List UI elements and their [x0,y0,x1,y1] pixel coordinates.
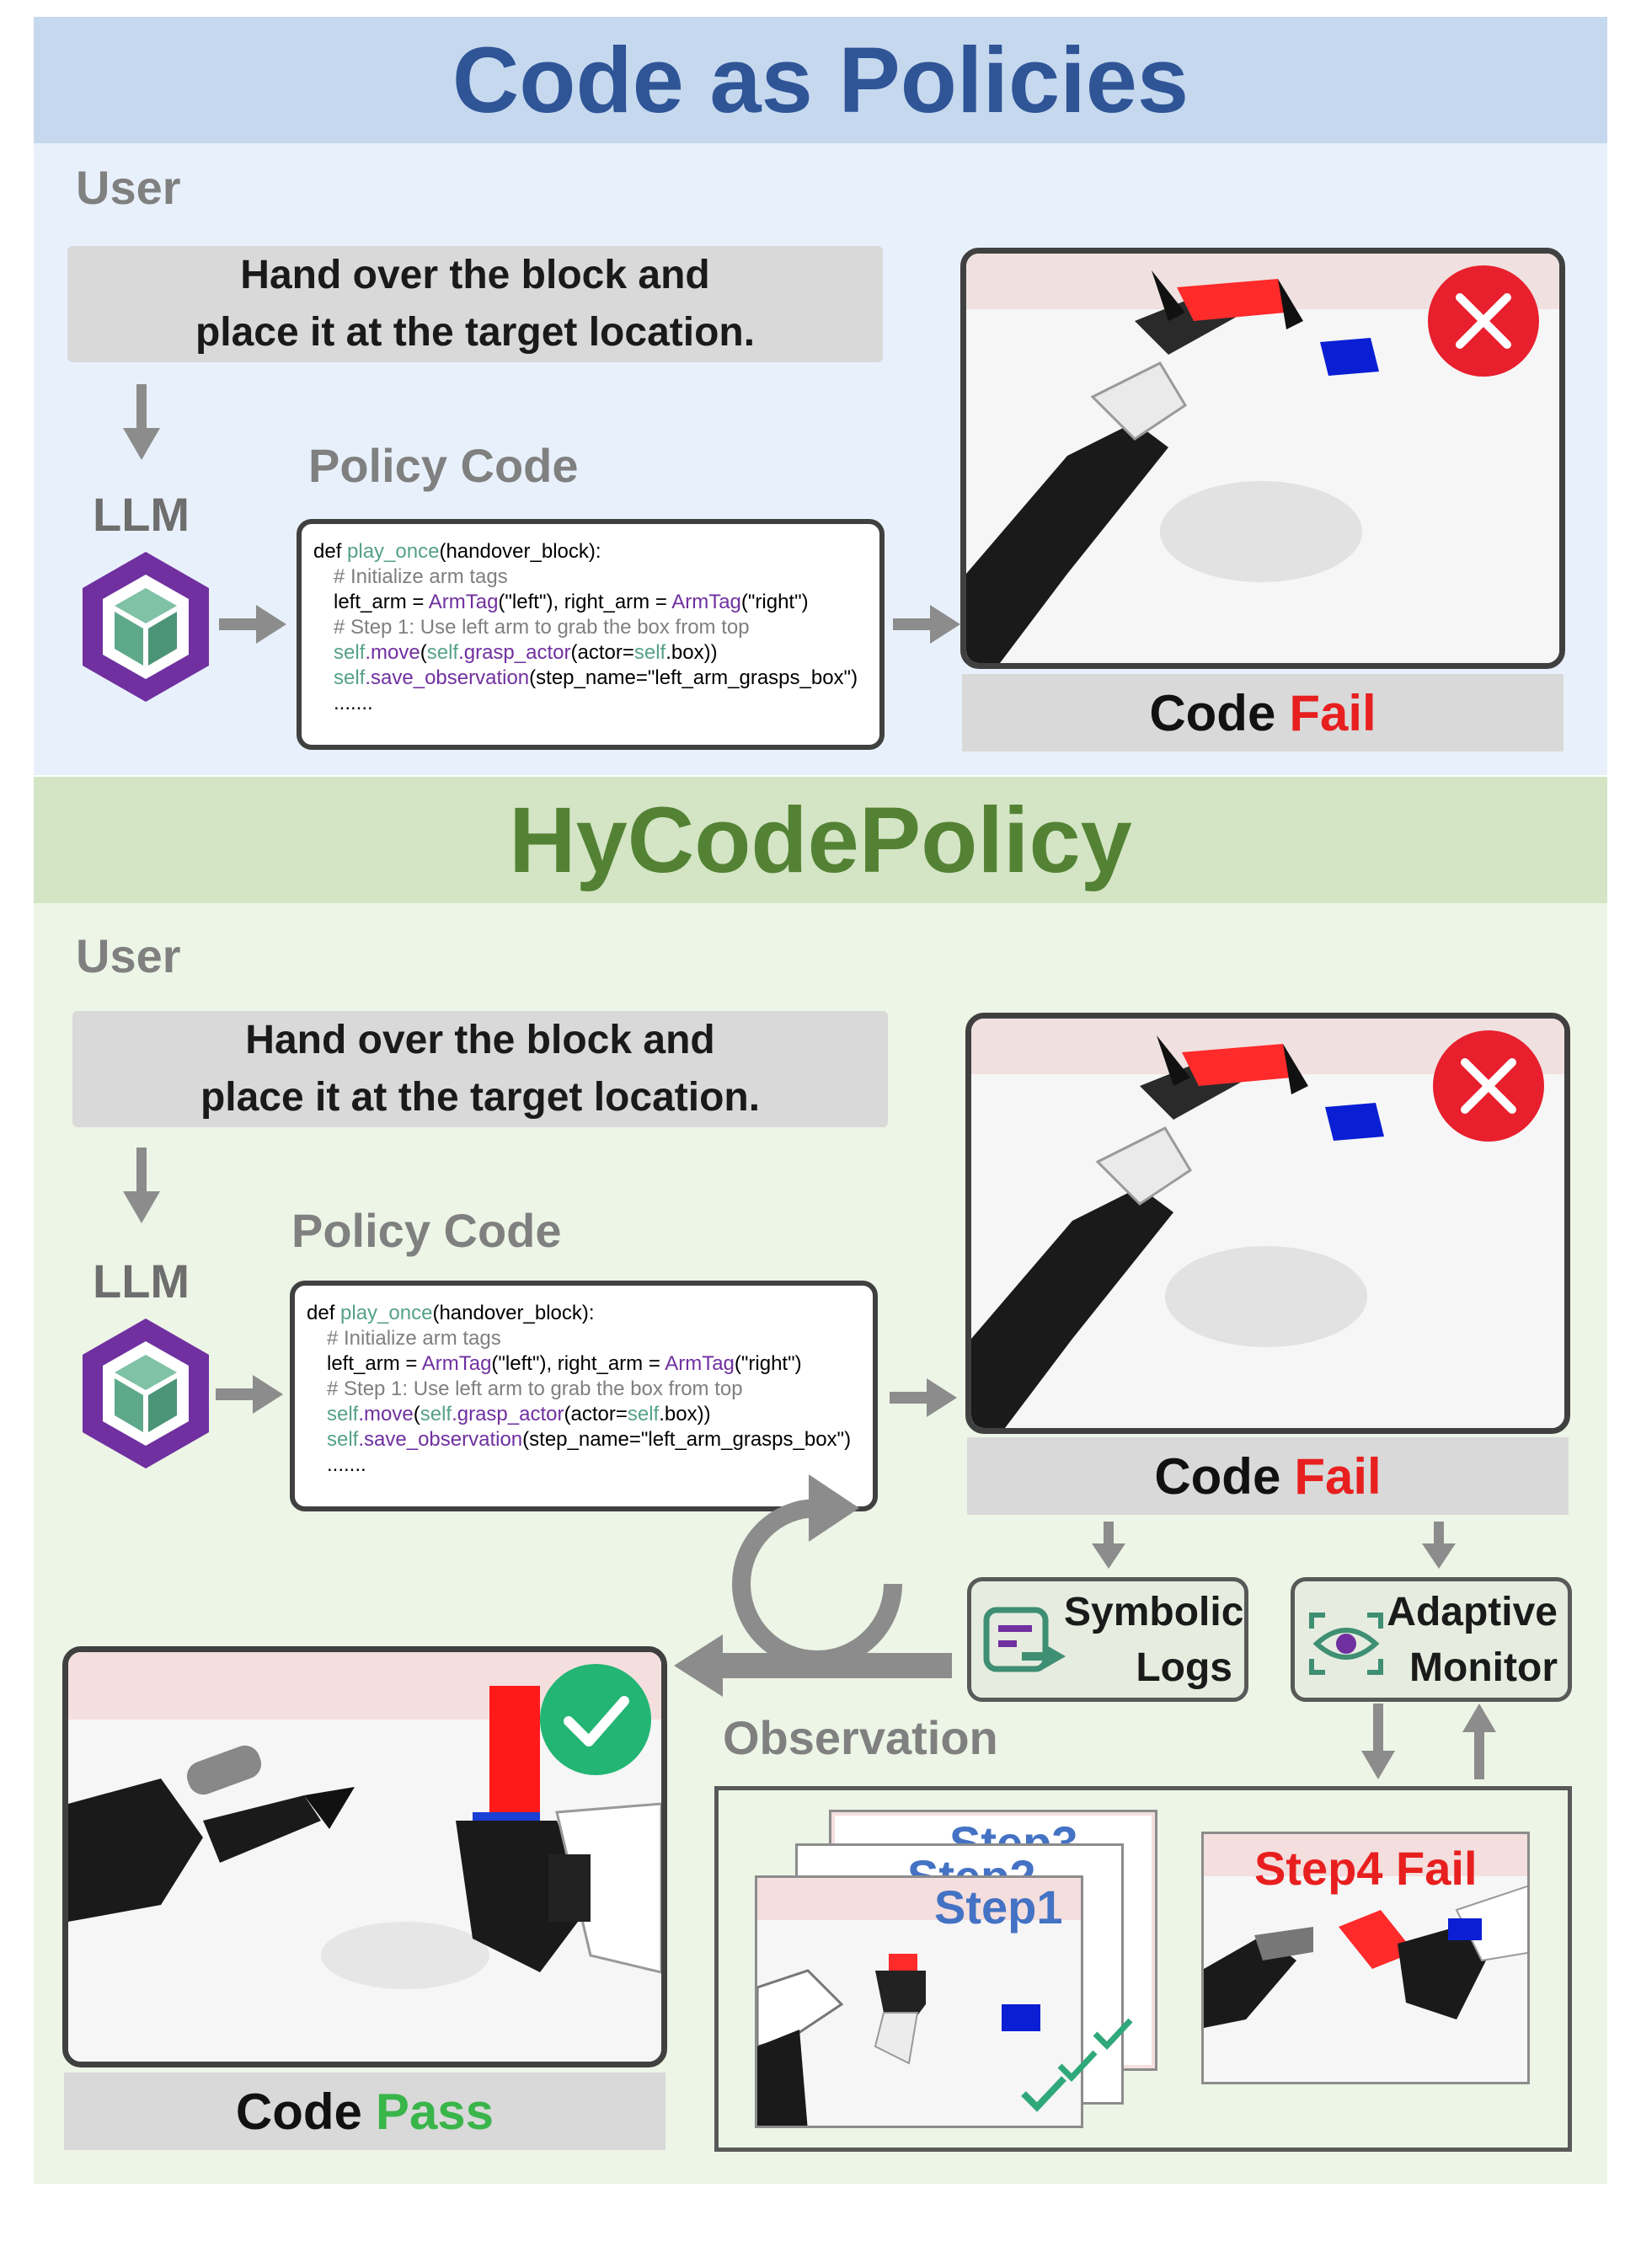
arrow-to-adaptive-monitor [1422,1522,1456,1569]
top-title: Code as Policies [452,28,1189,132]
arrow-to-pass-scene [674,1634,952,1697]
step4-scene-drawing [1204,1885,1527,2028]
bottom-llm-cube-icon [83,1319,209,1468]
bottom-robot-scene-image [965,1013,1570,1434]
pass-check-icon [540,1664,651,1775]
bottom-right-arrow-1 [216,1375,283,1414]
pass-robot-scene-image [62,1646,667,2067]
arrow-monitor-to-observation [1361,1704,1395,1779]
top-llm-cube-icon [83,552,209,702]
top-llm-label: LLM [93,488,190,541]
adaptive-label-line2: Monitor [1409,1645,1558,1690]
symbolic-label-line2: Logs [1136,1645,1232,1690]
top-user-label: User [76,161,181,214]
observation-label: Observation [723,1711,998,1764]
top-policy-code-label: Policy Code [308,439,579,492]
step4-card: Step4 Fail [1201,1832,1530,2084]
step3-check-icon [1093,2018,1133,2051]
top-right-arrow-2 [893,605,960,644]
symbolic-label-line1: Symbolic [1064,1590,1244,1634]
log-list-icon [983,1607,1066,1672]
bottom-right-arrow-2 [890,1378,957,1417]
bottom-instruction-line1: Hand over the block and [245,1018,715,1062]
step1-scene-drawing [757,1954,1040,2126]
top-result-prefix: Code [1149,684,1276,741]
top-down-arrow [123,384,160,460]
bottom-instruction-box: Hand over the block and place it at the … [72,1011,888,1127]
top-result-status: Fail [1289,684,1376,741]
bottom-llm-label: LLM [93,1254,190,1308]
top-right-arrow-1 [219,605,286,644]
step1-label: Step1 [934,1880,1063,1934]
pass-result-prefix: Code [235,2083,362,2140]
symbolic-logs-box: Symbolic Logs [967,1577,1248,1702]
bottom-result-status: Fail [1294,1447,1382,1505]
adaptive-monitor-box: Adaptive Monitor [1291,1577,1572,1702]
top-instruction-line2: place it at the target location. [195,310,756,355]
top-instruction-line1: Hand over the block and [240,253,710,297]
eye-monitor-icon [1309,1613,1383,1675]
bottom-policy-code-label: Policy Code [291,1204,562,1257]
refresh-cycle-icon [732,1474,902,1669]
pass-result-status: Pass [375,2083,494,2140]
bottom-result-prefix: Code [1154,1447,1281,1505]
fail-x-icon [1428,265,1539,377]
code-comment: # Step 1: Use left arm to grab the box f… [334,616,750,639]
arrow-to-symbolic-logs [1092,1522,1125,1569]
pass-scene-drawing [68,1652,661,2062]
step1-check-icon [1021,2076,1066,2112]
bottom-down-arrow [123,1147,160,1223]
fail-x-icon [1433,1030,1544,1142]
code-comment: # Initialize arm tags [327,1327,501,1350]
bottom-title-band: HyCodePolicy [34,777,1607,903]
bottom-title: HyCodePolicy [509,788,1132,892]
arrow-observation-to-monitor [1462,1704,1496,1779]
code-comment: # Initialize arm tags [334,565,508,588]
step2-check-icon [1057,2050,1098,2083]
bottom-instruction-line2: place it at the target location. [200,1075,761,1120]
top-robot-scene-image [960,248,1565,669]
top-code-block: def play_once(handover_block): # Initial… [297,519,885,750]
bottom-user-label: User [76,929,181,982]
code-comment: # Step 1: Use left arm to grab the box f… [327,1377,743,1400]
adaptive-label-line1: Adaptive [1387,1590,1558,1634]
bottom-code-block: def play_once(handover_block): # Initial… [290,1281,878,1511]
top-instruction-box: Hand over the block and place it at the … [67,246,883,362]
step1-card: Step1 [755,1875,1083,2128]
step4-label: Step4 Fail [1254,1842,1478,1895]
top-title-band: Code as Policies [34,17,1607,143]
